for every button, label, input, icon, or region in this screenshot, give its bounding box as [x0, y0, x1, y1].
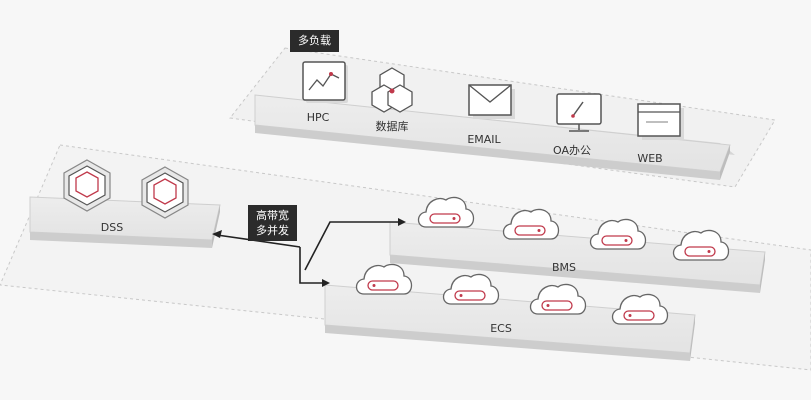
connector-lines — [212, 218, 406, 287]
cloud-server-icon — [611, 293, 669, 325]
database-hexagon-icon — [371, 67, 413, 113]
storage-hexagon-icon — [141, 166, 189, 219]
app-label-database: 数据库 — [375, 120, 409, 133]
link-line-1: 高带宽 — [256, 209, 289, 222]
top-platform — [254, 94, 735, 180]
app-label-web: WEB — [637, 152, 663, 165]
ecs-label: ECS — [490, 322, 512, 335]
dss-platform — [29, 196, 221, 248]
bandwidth-concurrency-tag: 高带宽 多并发 — [248, 205, 297, 241]
monitor-pen-icon — [556, 93, 602, 132]
cloud-server-icon — [502, 208, 560, 240]
cloud-server-icon — [529, 283, 587, 315]
cloud-server-icon — [355, 263, 413, 295]
email-icon — [468, 84, 515, 119]
cloud-server-icon — [589, 218, 647, 250]
app-label-email: EMAIL — [467, 133, 501, 146]
link-line-2: 多并发 — [256, 224, 289, 237]
chart-window-icon — [302, 61, 348, 103]
web-browser-icon — [637, 103, 684, 140]
storage-hexagon-icon — [63, 159, 111, 212]
cloud-server-icon — [417, 196, 475, 228]
multi-workload-tag: 多负载 — [290, 30, 339, 52]
app-label-hpc: HPC — [306, 111, 330, 124]
cloud-server-icon — [442, 273, 500, 305]
bms-label: BMS — [551, 261, 577, 274]
dss-label: DSS — [100, 221, 124, 234]
cloud-server-icon — [672, 229, 730, 261]
app-label-oa: OA办公 — [553, 144, 591, 157]
bms-servers — [417, 196, 730, 261]
ecs-servers — [355, 263, 669, 325]
